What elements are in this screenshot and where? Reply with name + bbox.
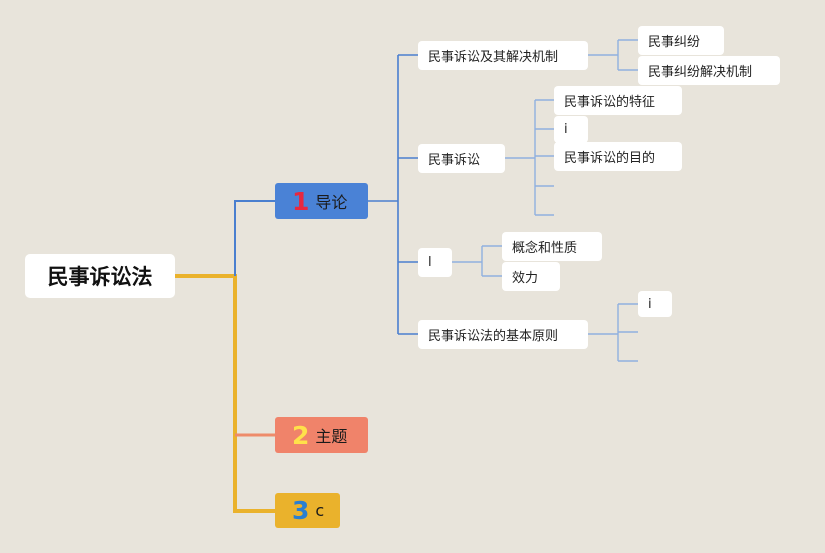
bracket-sub-1 (588, 39, 638, 71)
topic-2-number: 2 (292, 420, 310, 450)
leaf-4-1[interactable]: i (638, 291, 672, 317)
leaf-1-2[interactable]: 民事纠纷解决机制 (638, 56, 780, 85)
topic-1-label: 导论 (315, 193, 348, 212)
bracket-topic-1 (368, 54, 418, 335)
topic-3[interactable]: 3 c (275, 493, 340, 528)
leaf-3-2[interactable]: 效力 (502, 262, 560, 291)
branch-line-topic-1 (234, 200, 275, 276)
topic-1[interactable]: 1 导论 (275, 183, 368, 219)
topic-3-number: 3 (292, 496, 310, 525)
trunk-line (175, 274, 275, 513)
leaf-3-1[interactable]: 概念和性质 (502, 232, 602, 261)
bracket-sub-4 (588, 303, 638, 362)
topic-3-label: c (315, 501, 325, 520)
leaf-2-2[interactable]: i (554, 116, 588, 143)
bracket-sub-2 (505, 99, 554, 216)
subtopic-3[interactable]: l (418, 248, 452, 277)
topic-2[interactable]: 2 主题 (275, 417, 368, 453)
topic-1-number: 1 (292, 186, 310, 216)
subtopic-2[interactable]: 民事诉讼 (418, 144, 505, 173)
bracket-sub-3 (452, 245, 502, 277)
subtopic-1[interactable]: 民事诉讼及其解决机制 (418, 41, 588, 70)
topic-2-label: 主题 (315, 427, 348, 446)
leaf-2-3[interactable]: 民事诉讼的目的 (554, 142, 682, 171)
root-node[interactable]: 民事诉讼法 (25, 254, 175, 298)
leaf-1-1[interactable]: 民事纠纷 (638, 26, 724, 55)
leaf-2-1[interactable]: 民事诉讼的特征 (554, 86, 682, 115)
subtopic-4[interactable]: 民事诉讼法的基本原则 (418, 320, 588, 349)
